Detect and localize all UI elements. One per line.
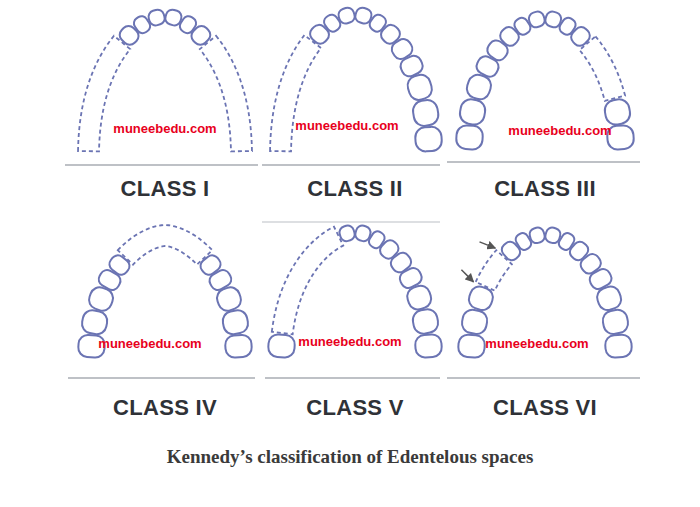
watermark: muneebedu.com <box>298 334 401 349</box>
tooth <box>411 99 439 128</box>
tooth <box>415 126 443 152</box>
pointer-arrow <box>480 242 496 248</box>
tooth <box>221 309 250 336</box>
baseline-rules <box>65 162 640 378</box>
watermark: muneebedu.com <box>485 336 588 351</box>
edentulous-space <box>580 36 626 100</box>
class-label: CLASS VI <box>493 395 597 421</box>
class-label: CLASS III <box>494 176 596 202</box>
dental-arch <box>456 10 635 150</box>
tooth <box>464 72 493 102</box>
tooth <box>86 285 115 314</box>
tooth <box>456 125 484 150</box>
tooth <box>225 334 253 358</box>
edentulous-space <box>272 227 343 335</box>
tooth <box>601 308 630 336</box>
watermark: muneebedu.com <box>98 336 201 351</box>
tooth <box>458 334 486 358</box>
watermark: muneebedu.com <box>113 121 216 136</box>
tooth <box>595 284 624 313</box>
dental-arch <box>270 6 442 152</box>
tooth <box>189 23 214 48</box>
pointer-arrow <box>461 270 473 282</box>
tooth <box>405 72 434 102</box>
tooth <box>214 285 243 314</box>
watermark: muneebedu.com <box>295 118 398 133</box>
tooth <box>568 24 592 48</box>
dental-arch <box>268 224 443 358</box>
tooth <box>460 308 489 336</box>
dental-arch <box>78 225 253 358</box>
tooth <box>80 309 109 336</box>
tooth <box>117 23 142 48</box>
dental-arch <box>78 8 252 151</box>
tooth <box>499 239 523 263</box>
watermark: muneebedu.com <box>508 123 611 138</box>
tooth <box>415 334 443 358</box>
edentulous-space <box>476 250 512 291</box>
tooth <box>405 283 434 312</box>
class-label: CLASS II <box>307 176 402 202</box>
dental-arch <box>458 226 633 358</box>
tooth <box>458 98 487 127</box>
tooth <box>307 22 332 47</box>
class-label: CLASS I <box>121 176 210 202</box>
tooth <box>268 334 296 358</box>
edentulous-space <box>270 35 321 151</box>
tooth <box>411 308 440 336</box>
tooth <box>605 334 633 358</box>
class-label: CLASS IV <box>113 395 217 421</box>
edentulous-space <box>118 225 212 265</box>
figure-caption: Kennedy’s classification of Edentelous s… <box>150 440 550 474</box>
tooth <box>603 98 632 127</box>
class-label: CLASS V <box>306 395 403 421</box>
